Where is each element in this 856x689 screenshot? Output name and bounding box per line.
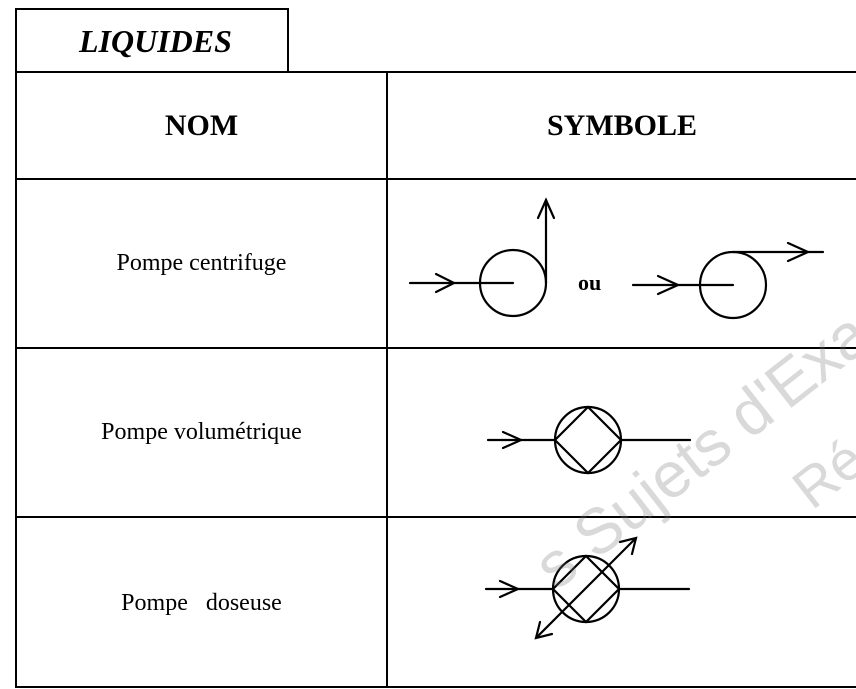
metering-pump-symbol: [484, 536, 691, 640]
volumetric-pump-symbol: [486, 405, 692, 475]
row-divider: [15, 347, 856, 349]
column-divider: [386, 71, 388, 688]
column-header-symbol: SYMBOLE: [546, 108, 698, 142]
symbol-table: [15, 71, 856, 688]
section-title: LIQUIDES: [15, 8, 289, 72]
centrifugal-pump-symbol: ou: [408, 197, 825, 320]
row-name-metering: Pompe doseuse: [121, 589, 282, 616]
row-name-centrifugal: Pompe centrifuge: [116, 250, 287, 276]
header-divider: [15, 178, 856, 180]
row-name-volumetric: Pompe volumétrique: [101, 419, 302, 445]
alternative-separator: ou: [578, 270, 601, 295]
column-header-name: NOM: [164, 108, 239, 142]
row-divider: [15, 516, 856, 518]
